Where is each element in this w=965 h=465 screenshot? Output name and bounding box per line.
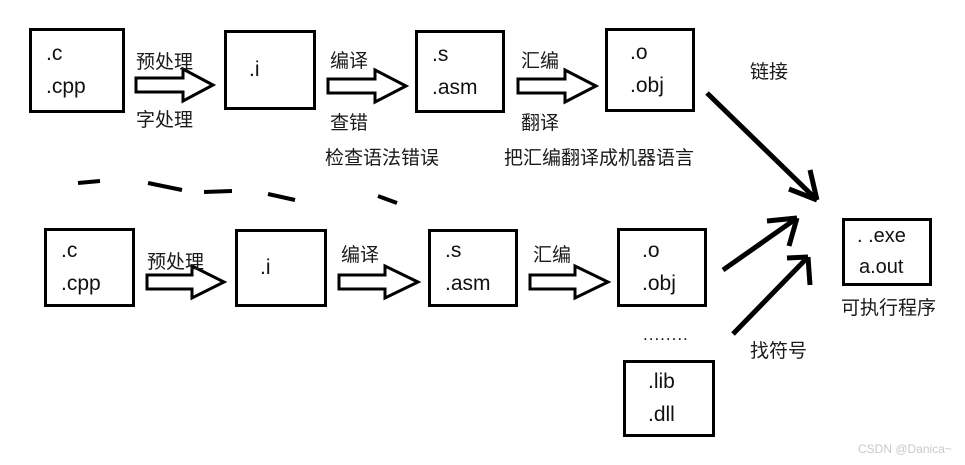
block-arrow-assemble-row1 bbox=[516, 67, 600, 105]
box-source-row2-line1: .c bbox=[61, 238, 78, 262]
label-assemble-row1-below-1: 翻译 bbox=[521, 113, 560, 134]
box-assembly-row2: .s .asm bbox=[428, 229, 518, 307]
dashed-separator bbox=[77, 179, 398, 205]
label-preprocess-row1-above: 预处理 bbox=[136, 52, 194, 73]
box-source-row1-line2: .cpp bbox=[46, 74, 86, 98]
box-assembly-row2-line1: .s bbox=[445, 239, 462, 263]
label-assemble-row1-above: 汇编 bbox=[521, 51, 560, 72]
arrow-find-symbol bbox=[731, 254, 813, 336]
label-compile-row2: 编译 bbox=[341, 245, 380, 266]
box-executable: . .exe a.out bbox=[842, 218, 932, 286]
box-object-row1-line1: .o bbox=[630, 41, 648, 65]
box-assembly-row1: .s .asm bbox=[415, 30, 505, 113]
label-find-symbol: 找符号 bbox=[750, 341, 808, 362]
arrow-link-row2 bbox=[721, 215, 800, 273]
box-library-line1: .lib bbox=[648, 369, 675, 393]
box-object-row2-line2: .obj bbox=[642, 271, 676, 295]
watermark: CSDN @Danica~ bbox=[858, 442, 952, 456]
box-object-row1: .o .obj bbox=[605, 28, 695, 112]
box-preprocessed-row1-line1: .i bbox=[249, 57, 260, 81]
box-preprocessed-row2: .i bbox=[235, 229, 327, 307]
box-preprocessed-row2-line1: .i bbox=[260, 255, 271, 279]
box-object-row2: .o .obj bbox=[617, 228, 707, 307]
box-preprocessed-row1: .i bbox=[224, 30, 316, 110]
arrow-link bbox=[705, 91, 820, 203]
box-source-row2-line2: .cpp bbox=[61, 271, 101, 295]
box-object-row1-line2: .obj bbox=[630, 74, 664, 97]
label-compile-row1-above: 编译 bbox=[330, 51, 369, 72]
box-source-row1-line1: .c bbox=[46, 41, 63, 65]
label-compile-row1-below-1: 查错 bbox=[330, 113, 369, 134]
label-preprocess-row1-below: 字处理 bbox=[136, 110, 194, 131]
block-arrow-compile-row2 bbox=[337, 263, 422, 301]
block-arrow-assemble-row2 bbox=[528, 263, 612, 301]
block-arrow-compile-row1 bbox=[326, 67, 410, 105]
label-assemble-row2: 汇编 bbox=[533, 245, 572, 266]
box-assembly-row1-line2: .asm bbox=[432, 75, 478, 99]
label-preprocess-row2: 预处理 bbox=[147, 252, 205, 273]
box-source-row1: .c .cpp bbox=[29, 28, 125, 113]
label-assemble-row1-below-2: 把汇编翻译成机器语言 bbox=[504, 148, 695, 169]
label-executable-caption: 可执行程序 bbox=[841, 298, 937, 319]
box-executable-line2: a.out bbox=[859, 256, 904, 278]
label-link: 链接 bbox=[750, 62, 789, 83]
box-library-line2: .dll bbox=[648, 402, 675, 426]
box-executable-line1: . .exe bbox=[857, 225, 906, 247]
box-assembly-row1-line1: .s bbox=[432, 42, 449, 66]
box-assembly-row2-line2: .asm bbox=[445, 272, 491, 295]
label-compile-row1-below-2: 检查语法错误 bbox=[325, 148, 440, 169]
box-source-row2: .c .cpp bbox=[44, 228, 135, 307]
box-object-row2-line1: .o bbox=[642, 238, 660, 262]
box-library: .lib .dll bbox=[623, 360, 715, 437]
label-ellipsis: ........ bbox=[643, 325, 689, 344]
